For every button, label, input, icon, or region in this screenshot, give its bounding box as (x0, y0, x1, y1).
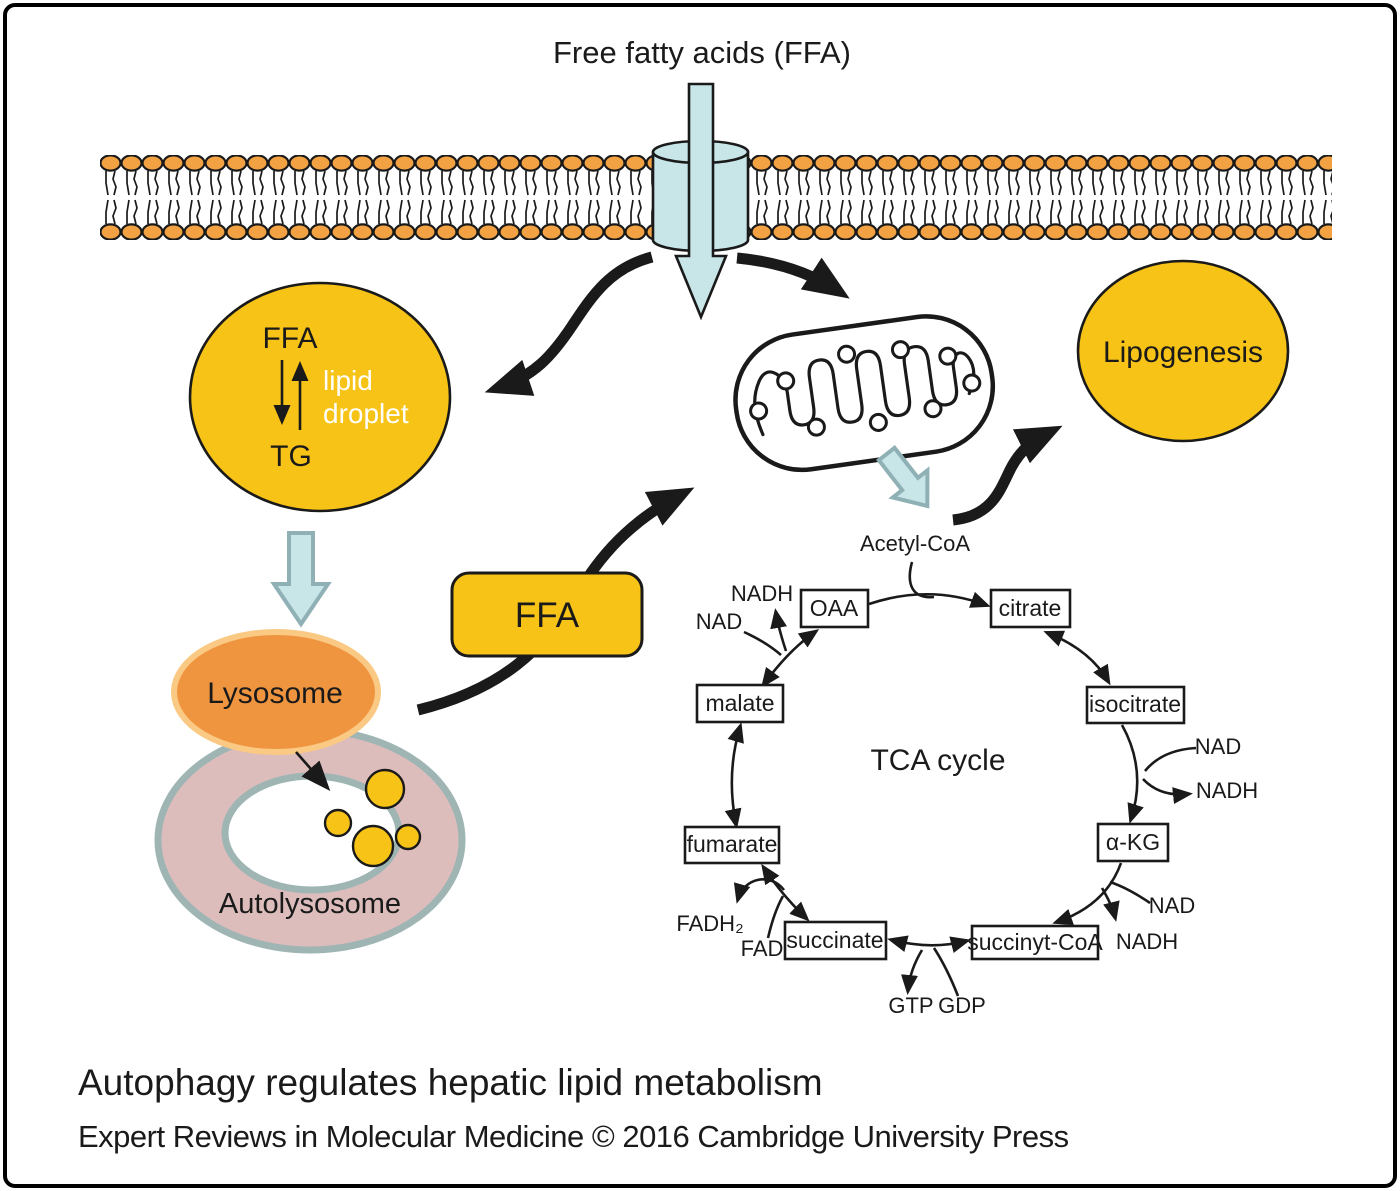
tca-label-succinyl-coa: succinyt-CoA (967, 929, 1103, 955)
lipid-vesicle (323, 808, 353, 838)
tca-label-nadh-bottom: NADH (1116, 929, 1178, 954)
tca-label-fadh2: FADH₂ (676, 911, 743, 936)
tca-label-fumarate: fumarate (687, 831, 778, 857)
tca-cofactor-nad-right-feeder (1143, 746, 1197, 772)
tca-label-akg: α-KG (1106, 829, 1160, 855)
tca-cycle-title: TCA cycle (870, 744, 1005, 777)
lipid-droplet-label-line1: lipid (323, 365, 373, 396)
tca-box-fumarate: fumarate (683, 825, 781, 865)
mitochondrion-cristae (753, 344, 976, 437)
lipogenesis-body (1076, 259, 1290, 443)
figure-caption: Autophagy regulates hepatic lipid metabo… (78, 1062, 823, 1103)
tca-label-nad-right: NAD (1195, 734, 1241, 759)
mitochondrion-granule (923, 399, 943, 419)
lipid-droplet-tg-label: TG (270, 440, 312, 473)
lysosome-to-autolysosome-arrow (295, 751, 331, 792)
membrane-to-droplet-arrow (484, 251, 654, 396)
tca-cofactor-nadh-top-arrow (770, 608, 788, 652)
tca-cofactor-fadh2-arrow (733, 878, 786, 904)
lipid-vesicle (394, 823, 422, 851)
tca-box-malate: malate (695, 683, 785, 724)
tca-cofactor-gdp-feeder (932, 947, 960, 997)
tca-box-oaa: OAA (799, 588, 870, 629)
mitochondrion-granule (837, 344, 857, 364)
lipid-vesicle (364, 768, 406, 810)
tca-cofactor-fad-feeder (766, 895, 785, 939)
tca-label-nad-top: NAD (696, 609, 742, 634)
lipid-droplet: FFA TG lipid droplet (188, 281, 452, 513)
lipogenesis-label: Lipogenesis (1103, 336, 1263, 369)
mitochondrion-granule (938, 346, 958, 366)
tca-label-citrate: citrate (999, 595, 1062, 621)
lipid-droplet-ffa-label: FFA (262, 322, 317, 355)
acetylcoa-to-lipogenesis-arrow (952, 425, 1063, 526)
tca-label-isocitrate: isocitrate (1089, 691, 1181, 717)
mitochondrion-granule (890, 340, 910, 360)
ffa-box-body (450, 571, 644, 658)
mitochondrion-granule (868, 412, 888, 432)
tca-box-succinyl-coa: succinyt-CoA (967, 924, 1103, 961)
tca-label-malate: malate (705, 690, 774, 716)
tca-cofactor-nad-top-feeder (743, 630, 782, 656)
tca-label-gtp: GTP (888, 993, 933, 1018)
mitochondrion-granule (962, 373, 982, 393)
tca-box-succinate: succinate (783, 920, 888, 961)
tca-arc-citrate-isocitrate (1043, 630, 1111, 686)
tca-label-oaa: OAA (810, 595, 859, 621)
tca-box-isocitrate: isocitrate (1085, 685, 1186, 725)
tca-label-succinate: succinate (786, 927, 883, 953)
droplet-to-lysosome-arrow (270, 531, 332, 628)
lipid-droplet-body (188, 281, 452, 513)
tca-arc-succinate-fumarate (761, 863, 810, 922)
lysosome-body (171, 629, 381, 755)
tca-cofactor-nad-bottom-feeder (1109, 880, 1151, 905)
tca-arc-akg-succinylcoa (1052, 862, 1123, 926)
tca-label-gdp: GDP (938, 993, 986, 1018)
tca-arc-malate-oaa (761, 629, 820, 689)
tca-label-nadh-top: NADH (731, 581, 793, 606)
tca-arc-fumarate-malate (724, 722, 744, 829)
autolysosome: Autolysosome (154, 726, 466, 954)
cell-membrane (100, 155, 1332, 240)
mitochondrion (733, 314, 996, 473)
tca-label-fad: FAD (741, 936, 784, 961)
ffa-box: FFA (450, 571, 644, 658)
lipid-droplet-label-line2: droplet (323, 398, 409, 429)
lysosome-label: Lysosome (207, 677, 343, 710)
tca-cofactor-nadh-bottom-arrow (1100, 887, 1120, 922)
tca-arc-succinylcoa-succinate (887, 935, 971, 953)
tca-arc-oaa-citrate (868, 591, 991, 608)
membrane-to-mitochondrion-arrow (736, 252, 850, 299)
lipogenesis: Lipogenesis (1076, 259, 1290, 443)
tca-arc-isocitrate-akg (1120, 724, 1144, 824)
tca-label-nad-bottom: NAD (1149, 893, 1195, 918)
figure-credit: Expert Reviews in Molecular Medicine © 2… (78, 1119, 1069, 1154)
tca-cofactor-nadh-right-arrow (1142, 778, 1193, 805)
lysosome: Lysosome (171, 629, 381, 755)
tca-label-nadh-right: NADH (1196, 778, 1258, 803)
mitochondrion-granule (749, 401, 769, 421)
tca-box-akg: α-KG (1096, 822, 1170, 863)
autolysosome-label: Autolysosome (219, 888, 401, 920)
tca-box-citrate: citrate (989, 588, 1072, 629)
mitochondrion-to-acetylcoa-arrow (875, 445, 930, 509)
ffa-box-label: FFA (515, 596, 580, 635)
tca-cycle: Acetyl-CoA OAA citrate isocit (676, 531, 1258, 1018)
figure-title: Free fatty acids (FFA) (553, 35, 851, 70)
acetylcoa-feeder-line (908, 561, 935, 599)
lipid-vesicle (351, 824, 395, 868)
ffa-influx-arrow (674, 82, 728, 321)
mitochondrion-granule (806, 417, 826, 437)
mitochondrion-granule (776, 371, 796, 391)
acetyl-coa-label: Acetyl-CoA (860, 531, 970, 556)
tca-cofactor-gtp-arrow (901, 949, 924, 995)
